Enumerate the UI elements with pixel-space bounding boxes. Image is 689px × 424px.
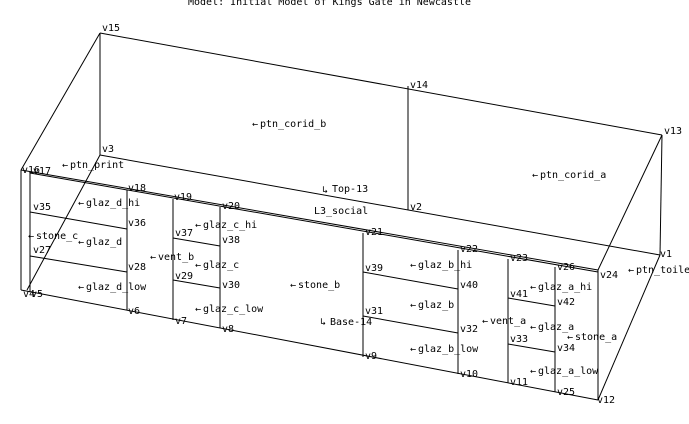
arrow-icon: ←: [28, 231, 34, 242]
vertex-label: v26: [557, 262, 575, 273]
surface-label: vent_b: [158, 252, 194, 263]
vertex-label: v35: [33, 202, 51, 213]
vertex-label: v37: [175, 228, 193, 239]
arrow-icon: ←: [195, 220, 201, 231]
arrow-icon: ←: [410, 260, 416, 271]
vertex-label: v39: [365, 263, 383, 274]
vertex-label: v42: [557, 297, 575, 308]
vertex-label: v25: [557, 387, 575, 398]
vertex-label: v31: [365, 306, 383, 317]
arrow-icon: ←: [150, 252, 156, 263]
vertex-label: v23: [510, 253, 528, 264]
surface-label: ptn_toile: [636, 265, 689, 276]
vertex-label: v18: [128, 183, 146, 194]
vertex-label: v29: [175, 271, 193, 282]
vertex-label: v36: [128, 218, 146, 229]
surface-label: stone_c: [36, 231, 78, 242]
vertex-label: v28: [128, 262, 146, 273]
surface-label: stone_b: [298, 280, 340, 291]
arrow-icon: ↳: [320, 317, 326, 328]
vertex-label: v10: [460, 369, 478, 380]
arrow-icon: ←: [532, 170, 538, 181]
vertex-label: v14: [410, 80, 428, 91]
vertex-label: v15: [102, 23, 120, 34]
surface-label: vent_a: [490, 316, 526, 327]
vertex-label: v30: [222, 280, 240, 291]
zone-label: L3_social: [314, 206, 368, 217]
surface-label: glaz_d_hi: [86, 198, 140, 209]
arrow-icon: ←: [78, 237, 84, 248]
arrow-icon: ←: [195, 304, 201, 315]
arrow-icon: ←: [530, 366, 536, 377]
vertex-label: v3: [102, 144, 114, 155]
vertex-label: v17: [33, 166, 51, 177]
arrow-icon: ←: [252, 119, 258, 130]
surface-label: glaz_d: [86, 237, 122, 248]
zone-label: Base-14: [330, 317, 372, 328]
vertex-label: v2: [410, 202, 422, 213]
arrow-icon: ←: [62, 160, 68, 171]
arrow-icon: ←: [482, 316, 488, 327]
vertex-label: v7: [175, 316, 187, 327]
arrow-icon: ←: [78, 282, 84, 293]
zone-label: Top-13: [332, 184, 368, 195]
surface-label: glaz_c_hi: [203, 220, 257, 231]
zone-labels: ↳ Top-13 L3_social ↳ Base-14: [314, 184, 372, 328]
vertex-label: v24: [600, 270, 618, 281]
surface-label: glaz_a_hi: [538, 282, 592, 293]
arrow-icon: ←: [290, 280, 296, 291]
vertex-label: v20: [222, 201, 240, 212]
vertex-label: v34: [557, 343, 575, 354]
arrow-icon: ←: [410, 344, 416, 355]
surface-labels: ← ptn_corid_b ← ptn_print ← ptn_corid_a …: [28, 119, 689, 377]
vertex-label: v22: [460, 244, 478, 255]
arrow-icon: ←: [78, 198, 84, 209]
vertex-label: v38: [222, 235, 240, 246]
surface-label: ptn_corid_b: [260, 119, 326, 130]
vertex-label: v19: [174, 192, 192, 203]
arrow-icon: ←: [410, 300, 416, 311]
vertex-label: v8: [222, 324, 234, 335]
vertex-label: v41: [510, 289, 528, 300]
surface-label: glaz_c_low: [203, 304, 264, 315]
diagram-title: Model: Initial Model of Kings Gate in Ne…: [188, 0, 471, 8]
vertex-label: v21: [365, 227, 383, 238]
vertex-label: v13: [664, 126, 682, 137]
vertex-label: v9: [365, 351, 377, 362]
surface-label: stone_a: [575, 332, 617, 343]
vertex-label: v16: [22, 165, 40, 176]
surface-label: glaz_d_low: [86, 282, 147, 293]
arrow-icon: ←: [567, 332, 573, 343]
wireframe-edges: [20, 32, 663, 401]
vertex-label: v6: [128, 306, 140, 317]
surface-label: glaz_b_low: [418, 344, 479, 355]
surface-label: ptn_print: [70, 160, 124, 171]
vertex-label: v32: [460, 324, 478, 335]
surface-label: glaz_c: [203, 260, 239, 271]
arrow-icon: ←: [195, 260, 201, 271]
arrow-icon: ←: [530, 322, 536, 333]
surface-label: ptn_corid_a: [540, 170, 606, 181]
vertex-label: v5: [31, 289, 43, 300]
vertex-label: v12: [597, 395, 615, 406]
vertex-label: v27: [33, 245, 51, 256]
vertex-label: v4: [23, 289, 35, 300]
vertex-label: v33: [510, 334, 528, 345]
vertex-label: v1: [660, 249, 672, 260]
vertex-label: v40: [460, 280, 478, 291]
surface-label: glaz_b_hi: [418, 260, 472, 271]
arrow-icon: ↳: [322, 185, 328, 196]
surface-label: glaz_a: [538, 322, 574, 333]
vertex-labels: v1 v2 v3 v4 v5 v6 v7 v8 v9 v10 v11 v12 v…: [22, 23, 682, 406]
vertex-label: v11: [510, 377, 528, 388]
surface-label: glaz_a_low: [538, 366, 599, 377]
surface-label: glaz_b: [418, 300, 454, 311]
arrow-icon: ←: [530, 282, 536, 293]
arrow-icon: ←: [628, 265, 634, 276]
